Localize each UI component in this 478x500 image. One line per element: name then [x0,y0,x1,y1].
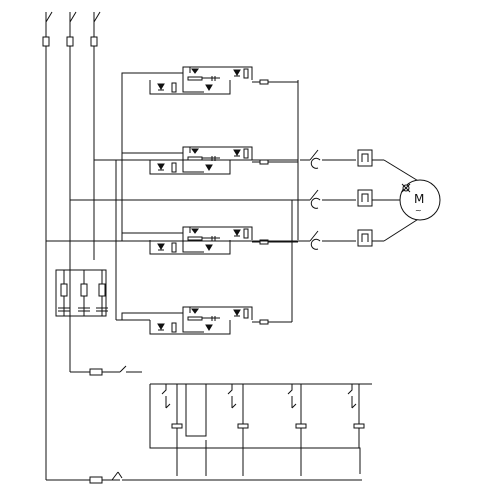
motor-label: M [414,192,424,206]
bus-wiring [46,80,300,323]
relay-rung-2 [227,384,249,476]
thermal-overload-relays [357,149,400,247]
control-circuit [46,365,372,484]
stop-button [119,365,142,373]
control-fuse [89,368,103,376]
bottom-fuse [89,476,103,484]
motor-symbol [399,179,441,221]
bottom-switch [111,471,362,481]
relay-rung-3 [287,384,307,476]
rc-snubber-bank [55,269,108,317]
relay-rung-1 [161,384,183,476]
contactor-switches [300,149,356,250]
incoming-phase-lines [45,11,101,480]
thyristor-module-1 [121,66,269,95]
motor-sub-label: ~ [415,206,422,215]
motor: M ~ [383,159,441,242]
relay-rung-4 [347,384,365,448]
input-fuses [42,36,98,47]
